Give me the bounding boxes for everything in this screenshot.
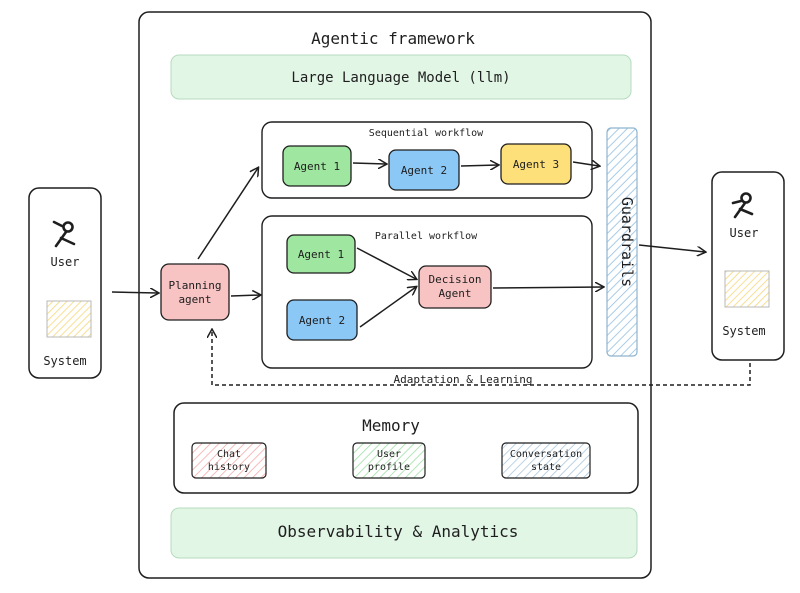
- arrow-seq-agent2-to-agent3: [460, 165, 498, 166]
- memory-box: [173, 402, 639, 494]
- framework-container: [138, 11, 652, 579]
- right-system-icon: [724, 270, 770, 308]
- adaptation-feedback-path: [212, 330, 751, 386]
- arrow-decision-to-guardrails: [492, 287, 603, 288]
- planning-agent-label-line2: agent: [178, 293, 211, 306]
- right-system-label: System: [722, 324, 765, 338]
- seq-agent-1: [282, 145, 352, 187]
- decision-agent-label-line1: Decision: [429, 273, 482, 286]
- seq-agent-1-label: Agent 1: [294, 160, 340, 173]
- seq-agent-3: [500, 143, 572, 185]
- llm-bar: [170, 54, 632, 100]
- par-agent-2-label: Agent 2: [299, 314, 345, 327]
- memory-conversation-state: [501, 442, 591, 479]
- planning-agent-box: [160, 263, 230, 321]
- par-agent-2: [286, 299, 358, 341]
- guardrails-box: [606, 127, 638, 357]
- decision-agent-label-line2: Agent: [438, 287, 471, 300]
- left-actor-box: [28, 187, 102, 379]
- arrow-par-agent2-to-decision: [359, 287, 416, 328]
- framework-title: Agentic framework: [311, 29, 475, 48]
- left-system-label: System: [43, 354, 86, 368]
- memory-title: Memory: [362, 416, 420, 435]
- memory-conversation-state-line1: Conversation: [510, 449, 582, 460]
- observability-bar: [170, 507, 638, 559]
- memory-chat-history: [191, 442, 267, 479]
- arrow-seq-agent3-to-guardrails: [572, 162, 599, 166]
- memory-chat-history-line2: history: [208, 462, 250, 473]
- observability-label: Observability & Analytics: [278, 522, 519, 541]
- arrow-seq-agent1-to-agent2: [352, 163, 386, 164]
- guardrails-label: Guardrails: [618, 197, 636, 287]
- arrow-planning-to-sequential: [197, 168, 258, 260]
- seq-agent-2: [388, 149, 460, 191]
- sequential-workflow-title: Sequential workflow: [369, 128, 484, 139]
- arrow-left-actor-to-planning: [111, 292, 158, 293]
- par-agent-1: [286, 234, 356, 274]
- memory-conversation-state-line2: state: [531, 462, 561, 473]
- flow-arrows: [111, 162, 751, 386]
- memory-user-profile-line1: User: [377, 449, 401, 460]
- right-user-label: User: [730, 226, 759, 240]
- right-user-icon: [731, 192, 754, 219]
- left-system-icon: [46, 300, 92, 338]
- par-agent-1-label: Agent 1: [298, 248, 344, 261]
- parallel-workflow-title: Parallel workflow: [375, 231, 478, 242]
- seq-agent-2-label: Agent 2: [401, 164, 447, 177]
- memory-user-profile: [352, 442, 426, 479]
- planning-agent-label-line1: Planning: [169, 279, 222, 292]
- decision-agent-box: [418, 265, 492, 309]
- left-user-label: User: [51, 255, 80, 269]
- arrow-par-agent1-to-decision: [356, 247, 416, 279]
- memory-chat-history-line1: Chat: [217, 449, 241, 460]
- arrow-guardrails-to-right-actor: [638, 244, 705, 252]
- adaptation-label: Adaptation & Learning: [393, 373, 532, 386]
- right-actor-box: [711, 171, 785, 361]
- arrow-planning-to-parallel: [230, 295, 260, 296]
- memory-user-profile-line2: profile: [368, 462, 410, 473]
- left-user-icon: [52, 220, 76, 248]
- seq-agent-3-label: Agent 3: [513, 158, 559, 171]
- llm-label: Large Language Model (llm): [291, 70, 510, 86]
